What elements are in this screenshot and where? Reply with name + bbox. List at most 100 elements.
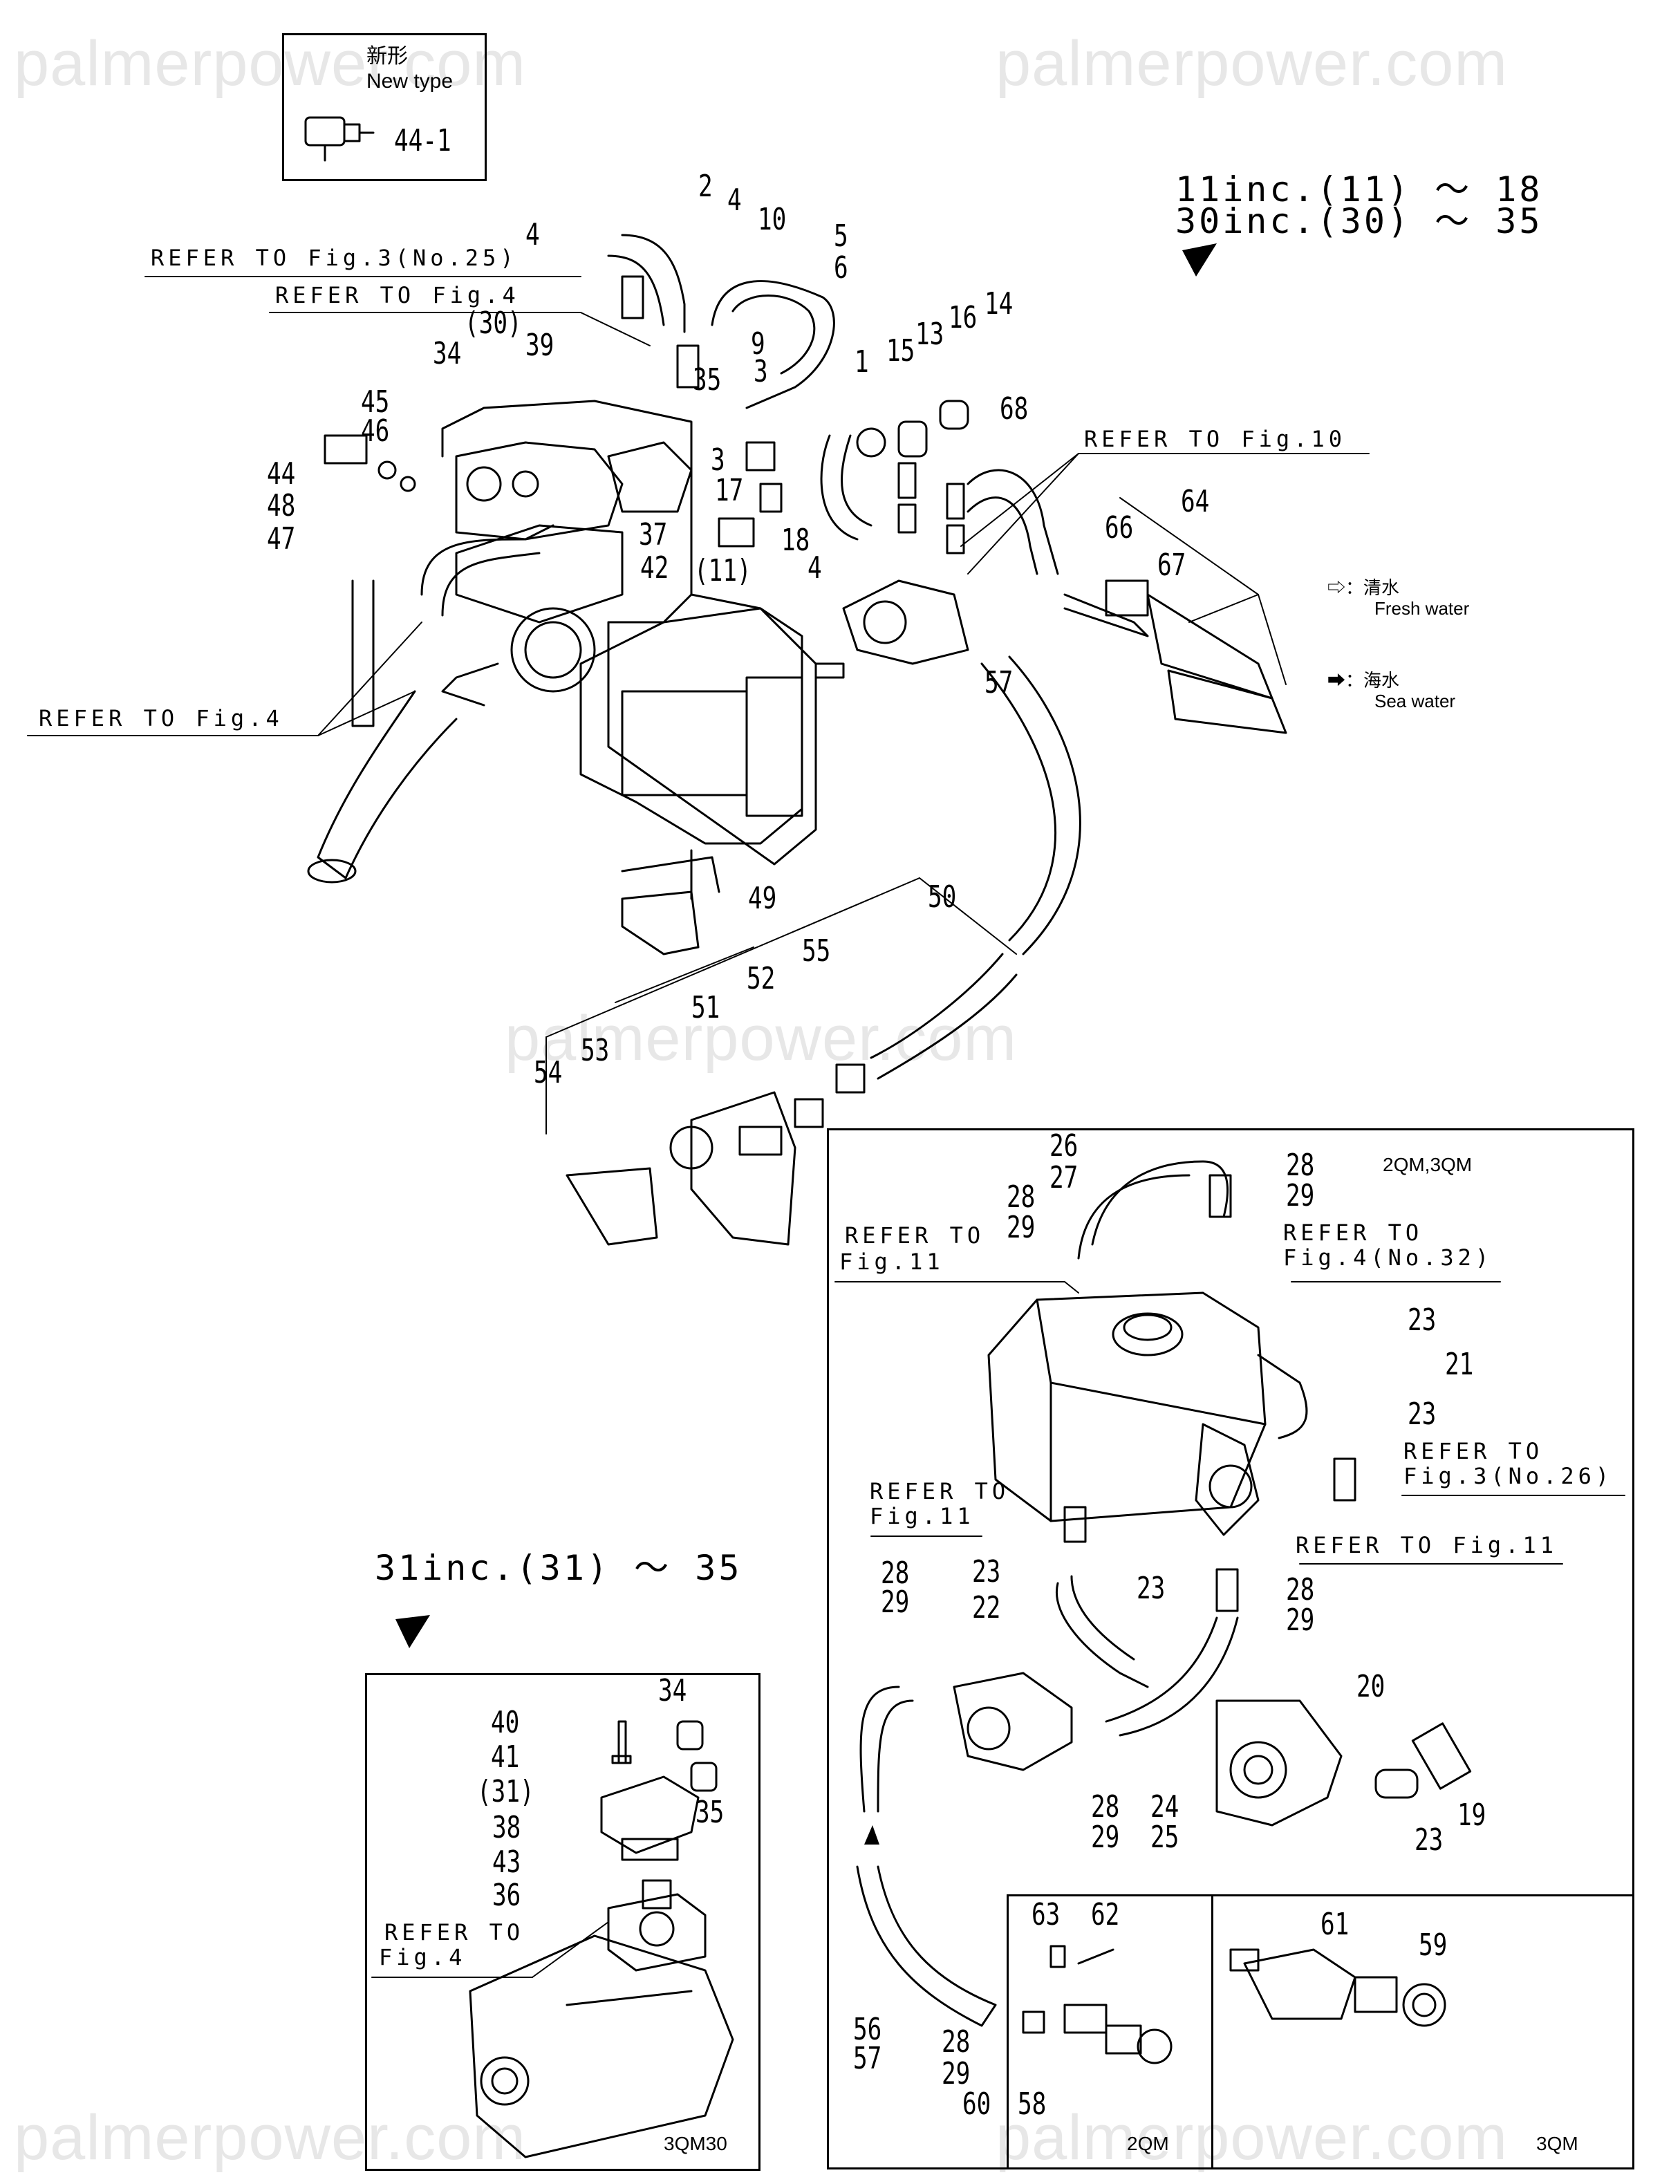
callout-number: (31) bbox=[477, 1774, 534, 1809]
radiator-tank bbox=[987, 1174, 1356, 1612]
callout-number: 61 bbox=[1320, 1907, 1350, 1942]
callout-number: 41 bbox=[491, 1739, 520, 1775]
callout-number: 21 bbox=[1445, 1347, 1474, 1382]
flow-arrows bbox=[395, 243, 1217, 1845]
refer-note: Fig.11 bbox=[870, 1503, 975, 1529]
refer-note: REFER TO Fig.11 bbox=[1296, 1532, 1558, 1558]
watermark: palmerpower.com bbox=[14, 2102, 527, 2173]
callout-number: 68 bbox=[1000, 391, 1029, 427]
callout-number: 22 bbox=[972, 1590, 1001, 1625]
callout-number: 23 bbox=[1408, 1303, 1437, 1338]
callout-number: 28 bbox=[1091, 1789, 1120, 1824]
callout-number: 29 bbox=[881, 1585, 910, 1620]
callout-number: 67 bbox=[1157, 548, 1186, 583]
new-type-jp: 新形 bbox=[366, 45, 408, 68]
callout-number: 39 bbox=[525, 328, 554, 363]
legend-fresh-water: ⇨：清水 bbox=[1327, 577, 1400, 598]
callout-number: 9 bbox=[751, 326, 765, 362]
callout-number: 36 bbox=[492, 1878, 521, 1913]
callout-number: 4 bbox=[525, 217, 540, 252]
detail-panel-3qm30 bbox=[365, 1673, 760, 2171]
callout-number: 44 bbox=[267, 456, 296, 492]
callout-number: (11) bbox=[694, 553, 752, 588]
callout-number: 34 bbox=[658, 1673, 687, 1708]
callout-number: 60 bbox=[962, 2087, 991, 2122]
callout-number: 66 bbox=[1105, 510, 1134, 545]
fittings-main bbox=[324, 275, 1287, 1246]
thermostat-housing bbox=[469, 1720, 734, 2158]
panel-divider bbox=[1007, 1894, 1634, 1896]
callout-number: 28 bbox=[1286, 1148, 1315, 1183]
callout-number: 2 bbox=[698, 169, 713, 204]
refer-note: REFER TO bbox=[1403, 1438, 1544, 1464]
refer-note: REFER TO Fig.3(No.25) bbox=[151, 245, 518, 271]
refer-note: REFER TO bbox=[870, 1478, 1010, 1504]
callout-number: 29 bbox=[1286, 1603, 1315, 1638]
callout-number: 64 bbox=[1181, 484, 1210, 519]
callout-number: (30) bbox=[465, 306, 522, 341]
callout-number: 26 bbox=[1049, 1128, 1079, 1164]
callout-number: 35 bbox=[693, 362, 722, 398]
callout-number: 29 bbox=[1007, 1210, 1036, 1245]
callout-number: 50 bbox=[928, 879, 957, 915]
callout-number: 3 bbox=[711, 442, 725, 478]
callout-number: 3 bbox=[754, 354, 768, 389]
refer-note: REFER TO Fig.4 bbox=[275, 282, 520, 308]
callout-number: 47 bbox=[267, 521, 296, 557]
model-label: 2QM,3QM bbox=[1383, 1154, 1473, 1175]
refer-note: REFER TO Fig.10 bbox=[1084, 426, 1346, 452]
range-note: 11inc.(11) ～ 18 bbox=[1175, 169, 1543, 209]
new-type-sensor-illustration bbox=[304, 116, 375, 162]
callout-number: 25 bbox=[1150, 1820, 1179, 1855]
callout-number: 56 bbox=[853, 2012, 882, 2047]
callout-number: 19 bbox=[1457, 1798, 1486, 1833]
legend-fresh-water-en: Fresh water bbox=[1374, 598, 1470, 619]
callout-number: 23 bbox=[972, 1554, 1001, 1589]
callout-number: 16 bbox=[949, 300, 978, 335]
callout-number: 27 bbox=[1049, 1160, 1079, 1195]
hoses-right bbox=[856, 1160, 1308, 2027]
legend-sea-water-en: Sea water bbox=[1374, 691, 1456, 711]
callout-44-1: 44-1 bbox=[394, 123, 451, 158]
callout-number: 23 bbox=[1408, 1397, 1437, 1432]
callout-number: 46 bbox=[361, 413, 390, 449]
leader-lines bbox=[27, 276, 1625, 1978]
callout-number: 51 bbox=[691, 990, 720, 1025]
callout-number: 10 bbox=[758, 202, 787, 237]
callout-number: 28 bbox=[1286, 1572, 1315, 1607]
callout-number: 14 bbox=[984, 286, 1014, 321]
panel-divider bbox=[1007, 1894, 1009, 2169]
callout-number: 57 bbox=[984, 665, 1014, 700]
callout-number: 42 bbox=[640, 550, 669, 586]
callout-number: 55 bbox=[802, 933, 831, 969]
callout-number: 35 bbox=[696, 1795, 725, 1830]
callout-number: 29 bbox=[1286, 1178, 1315, 1213]
callout-number: 62 bbox=[1091, 1897, 1120, 1932]
hoses-main bbox=[307, 234, 1149, 1080]
refer-note: REFER TO bbox=[1283, 1220, 1424, 1246]
refer-note: Fig.3(No.26) bbox=[1403, 1463, 1614, 1489]
callout-number: 29 bbox=[1091, 1820, 1120, 1855]
watermark: palmerpower.com bbox=[505, 1003, 1018, 1074]
callout-number: 59 bbox=[1419, 1928, 1448, 1963]
model-label: 3QM bbox=[1536, 2133, 1578, 2154]
callout-number: 28 bbox=[1007, 1179, 1036, 1215]
callout-number: 43 bbox=[492, 1845, 521, 1880]
callout-number: 23 bbox=[1137, 1571, 1166, 1606]
callout-number: 5 bbox=[834, 218, 848, 254]
model-label: 2QM bbox=[1127, 2133, 1169, 2154]
callout-number: 6 bbox=[834, 250, 848, 286]
callout-number: 38 bbox=[492, 1810, 521, 1845]
new-type-box bbox=[282, 33, 487, 181]
callout-number: 17 bbox=[715, 473, 744, 508]
new-type-en: New type bbox=[366, 70, 454, 93]
callout-number: 20 bbox=[1356, 1669, 1385, 1704]
callout-number: 63 bbox=[1032, 1897, 1061, 1932]
callout-number: 29 bbox=[942, 2056, 971, 2091]
callout-number: 28 bbox=[881, 1556, 910, 1591]
callout-number: 18 bbox=[781, 523, 810, 558]
callout-number: 37 bbox=[639, 517, 668, 552]
detail-panel-2qm-3qm bbox=[827, 1128, 1634, 2169]
